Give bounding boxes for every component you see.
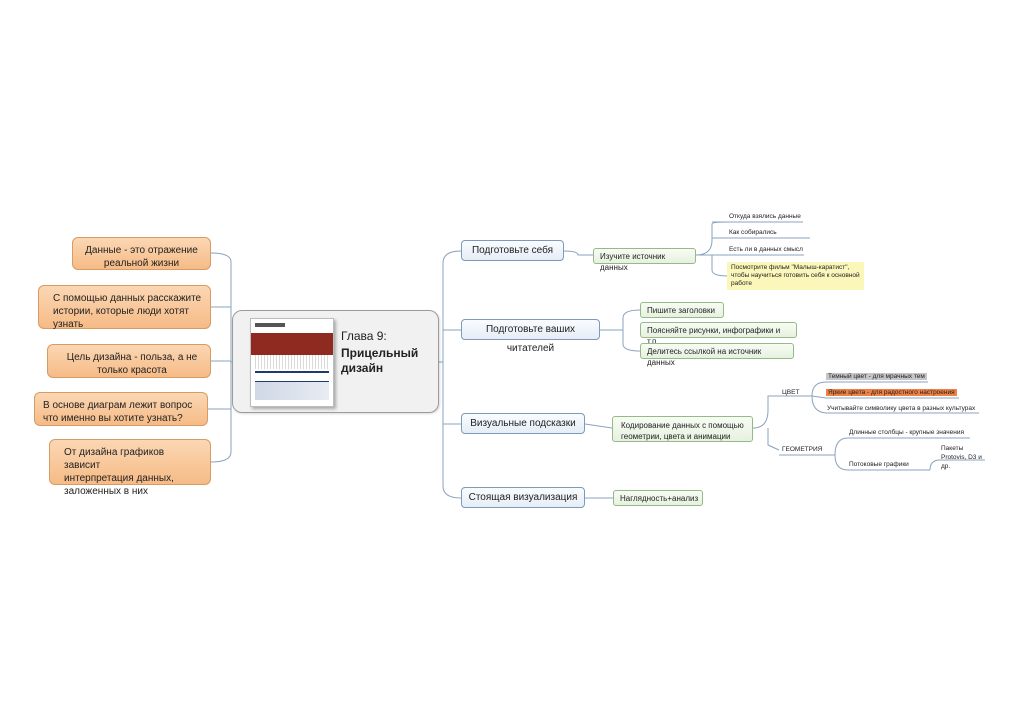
book-cover-image xyxy=(250,318,334,407)
right-spine xyxy=(442,250,462,499)
left-spine xyxy=(210,252,232,463)
leaf-link xyxy=(711,255,729,277)
leaf-underline xyxy=(834,454,930,471)
leaf-data-collection[interactable]: Как собирались xyxy=(729,229,777,236)
book-cover-band xyxy=(251,333,333,355)
subtopic-study-source[interactable]: Изучите источник данных xyxy=(593,248,696,272)
central-topic-text: Глава 9: Прицельный дизайн xyxy=(341,329,436,376)
branch-prepare-readers[interactable]: Подготовьте ваших читателей xyxy=(461,319,600,354)
group-geometry-label[interactable]: ГЕОМЕТРИЯ xyxy=(782,446,823,453)
subtopic-explain-figures[interactable]: Поясняйте рисунки, инфографики и т.п. xyxy=(640,322,797,346)
subtopic-clarity-analysis[interactable]: Наглядность+анализ xyxy=(613,490,703,506)
left-note[interactable]: От дизайна графиков зависит интерпретаци… xyxy=(49,439,211,497)
leaf-underline xyxy=(811,395,979,414)
child-spine xyxy=(622,309,641,352)
subtopic-headlines[interactable]: Пишите заголовки xyxy=(640,302,724,318)
leaf-packages[interactable]: Пакеты Protovis, D3 и др. xyxy=(941,445,982,470)
leaf-underline xyxy=(811,381,928,397)
branch-prepare-self[interactable]: Подготовьте себя xyxy=(461,240,564,261)
leaf-underline xyxy=(834,437,970,456)
chapter-title: Прицельный дизайн xyxy=(341,346,419,375)
central-topic[interactable]: Глава 9: Прицельный дизайн xyxy=(232,310,439,413)
branch-worthy-viz[interactable]: Стоящая визуализация xyxy=(461,487,585,508)
leaf-bright-color[interactable]: Яркие цвета - для радостного настроения xyxy=(826,389,957,396)
left-note[interactable]: С помощью данных расскажите истории, кот… xyxy=(38,285,211,330)
group-color-label[interactable]: ЦВЕТ xyxy=(782,389,800,396)
leaf-underline xyxy=(811,395,959,399)
leaf-long-bars[interactable]: Длинные столбцы - крупные значения xyxy=(849,429,965,436)
leaf-data-origin[interactable]: Откуда взялись данные xyxy=(729,213,801,220)
branch-link xyxy=(584,423,613,429)
note-karate-kid[interactable]: Посмотрите фильм "Малыш-каратист", чтобы… xyxy=(727,262,864,290)
left-note[interactable]: В основе диаграм лежит вопрос что именно… xyxy=(34,392,208,426)
left-note[interactable]: Данные - это отражение реальной жизни xyxy=(72,237,211,270)
left-note[interactable]: Цель дизайна - польза, а не только красо… xyxy=(47,344,211,378)
book-cover-pattern xyxy=(255,355,329,369)
leaf-dark-color[interactable]: Темный цвет - для мрачных тем xyxy=(826,373,927,380)
leaf-underline xyxy=(929,459,985,471)
chapter-label: Глава 9: xyxy=(341,329,387,343)
subtopic-share-source[interactable]: Делитесь ссылкой на источник данных xyxy=(640,343,794,367)
group-link xyxy=(767,428,780,451)
group-link xyxy=(752,395,779,429)
book-cover-map xyxy=(255,382,329,400)
branch-link xyxy=(563,250,593,256)
book-cover-author xyxy=(255,323,285,327)
subtopic-encoding[interactable]: Кодирование данных с помощью геометрии, … xyxy=(612,416,753,442)
leaf-data-meaning[interactable]: Есть ли в данных смысл xyxy=(729,246,803,253)
branch-visual-cues[interactable]: Визуальные подсказки xyxy=(461,413,585,434)
leaf-stream-graphs[interactable]: Потоковые графики xyxy=(849,461,909,468)
leaf-color-symbolism[interactable]: Учитывайте символику цвета в разных куль… xyxy=(827,405,976,412)
